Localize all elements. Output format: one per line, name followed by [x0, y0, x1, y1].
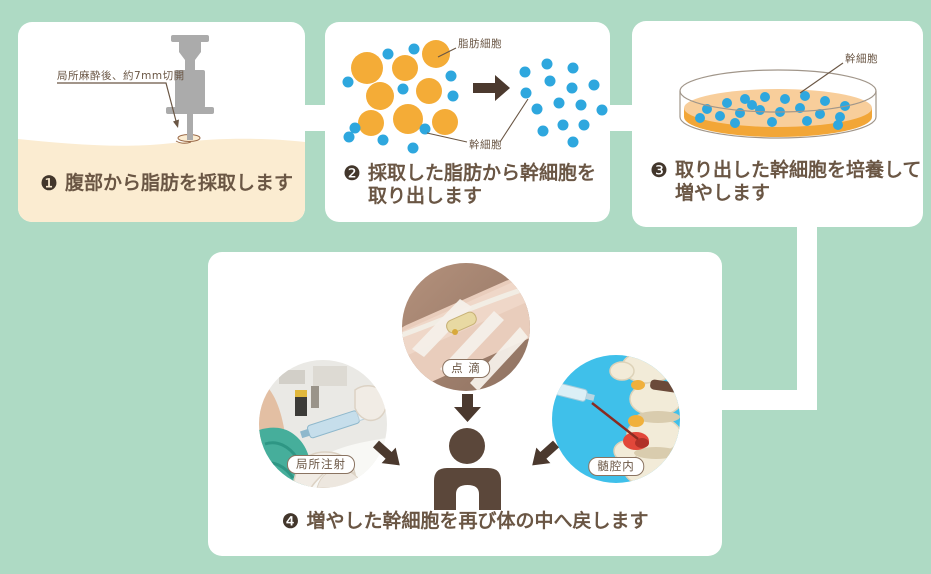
cell-separation-illustration — [342, 40, 608, 154]
step3-caption-text: 取り出した幹細胞を培養して 増やします — [674, 159, 922, 204]
stem-cells-isolated — [519, 58, 608, 148]
step1-caption: ❶ 腹部から脂肪を採取します — [40, 172, 293, 195]
stem-cell-label: 幹細胞 — [845, 53, 878, 65]
iv-drip-label: 点 滴 — [442, 359, 490, 378]
step4-arrows-person — [372, 394, 560, 510]
iv-drip-photo — [402, 263, 530, 391]
step3-number-badge: ❸ — [650, 158, 668, 182]
local-injection-label: 局所注射 — [287, 455, 355, 474]
arrow-intrathecal-to-person-icon — [532, 440, 560, 466]
connector-step3-step4-horizontal — [712, 390, 817, 410]
step4-caption-text: 増やした幹細胞を再び体の中へ戻します — [306, 510, 649, 532]
stem-cells-mixed — [342, 43, 459, 154]
step3-card: 幹細胞 ❸ 取り出した幹細胞を培養して 増やします — [632, 21, 923, 227]
stem-cell-label: 幹細胞 — [469, 139, 502, 151]
stem-cell-leader-line — [799, 62, 844, 94]
step4-caption: ❹ 増やした幹細胞を再び体の中へ戻します — [208, 510, 722, 533]
abdomen-syringe-illustration — [18, 35, 305, 222]
arrow-local-to-person-icon — [372, 440, 400, 466]
incision-annotation: 局所麻酔後、約7mm切開 — [57, 70, 185, 82]
step4-card: 点 滴 局所注射 髄腔内 ❹ 増やした幹細胞を再び体の中へ戻します — [208, 252, 722, 556]
step1-caption-text: 腹部から脂肪を採取します — [64, 172, 293, 194]
syringe-icon — [166, 35, 214, 140]
intrathecal-label: 髄腔内 — [588, 457, 644, 476]
connector-step3-step4-vertical — [797, 215, 817, 410]
annotation-arrowhead — [173, 119, 179, 128]
step2-number-badge: ❷ — [343, 161, 361, 185]
step2-card: 脂肪細胞 幹細胞 ❷ 採取した脂肪から幹細胞を 取り出します — [325, 22, 610, 222]
arrow-iv-to-person-icon — [454, 394, 481, 422]
annotation-leader-line — [57, 82, 177, 122]
step3-caption: ❸ 取り出した幹細胞を培養して 増やします — [650, 159, 921, 205]
extract-arrow-icon — [473, 75, 510, 101]
step4-number-badge: ❹ — [281, 509, 300, 533]
fat-cells-cluster — [351, 40, 458, 136]
stem-cell-leader-lines — [426, 98, 529, 143]
step2-caption: ❷ 採取した脂肪から幹細胞を 取り出します — [343, 162, 596, 208]
petri-dish-illustration — [679, 62, 877, 139]
step2-caption-text: 採取した脂肪から幹細胞を 取り出します — [367, 162, 596, 207]
person-icon — [434, 428, 501, 510]
fat-cell-label: 脂肪細胞 — [458, 38, 502, 50]
step1-card: 局所麻酔後、約7mm切開 ❶ 腹部から脂肪を採取します — [18, 22, 305, 222]
fat-cell-leader-line — [437, 47, 457, 58]
step1-number-badge: ❶ — [40, 171, 58, 195]
iv-drip-photo-image — [402, 263, 530, 391]
